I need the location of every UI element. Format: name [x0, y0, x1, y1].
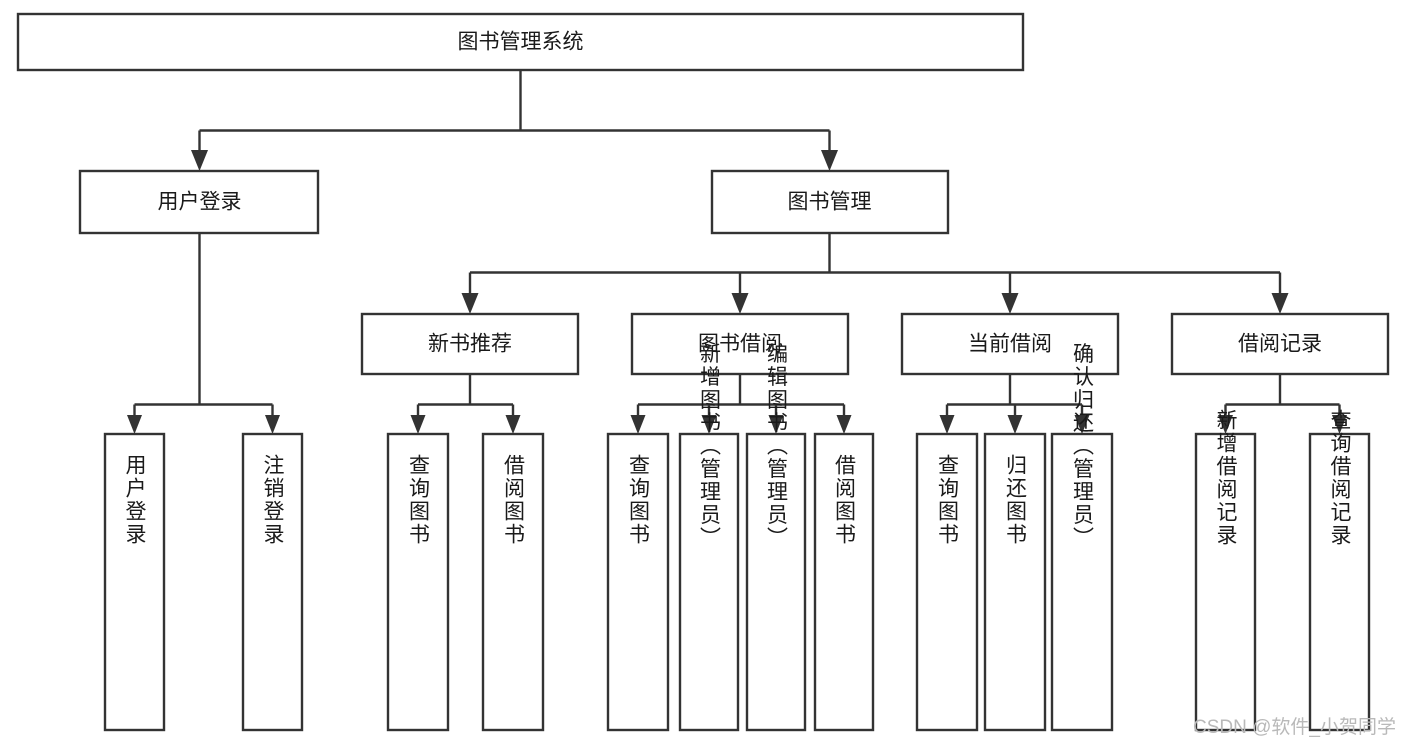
node-leaf-query-borrow-record[interactable]: 查询借阅记录 — [1308, 409, 1371, 732]
node-book-management-label: 图书管理 — [788, 191, 872, 214]
node-user-login-box[interactable] — [78, 169, 320, 235]
arrow-head-to-leaf-edit-book-admin — [768, 415, 784, 434]
arrow-head-to-book-borrow — [731, 293, 749, 314]
node-leaf-query-book-current-label: 查询图书 — [936, 454, 960, 546]
arrow-head-to-book-management — [821, 150, 838, 171]
node-book-management-box[interactable] — [710, 169, 950, 235]
arrow-head-to-leaf-query-book-current — [939, 415, 955, 434]
node-leaf-edit-book-admin[interactable]: 编辑图书（管理员） — [745, 343, 807, 732]
node-user-login-label: 用户登录 — [158, 191, 242, 214]
node-leaf-user-login-label: 用户登录 — [123, 454, 147, 546]
node-leaf-user-login-box[interactable] — [103, 432, 166, 732]
edge-currentborrow-to-leaves — [945, 374, 1084, 422]
arrow-head-to-leaf-return-book — [1007, 415, 1023, 434]
arrow-head-to-leaf-add-book-admin — [701, 415, 717, 434]
node-leaf-borrow-book-label: 借阅图书 — [833, 454, 857, 546]
arrow-head-to-leaf-user-logout — [265, 415, 280, 434]
node-leaf-edit-book-admin-box[interactable] — [745, 432, 807, 732]
node-new-book-recommend-label: 新书推荐 — [428, 333, 512, 356]
node-book-borrow[interactable]: 图书借阅 — [630, 312, 850, 376]
arrow-head-to-leaf-confirm-return-admin — [1074, 415, 1090, 434]
node-leaf-borrow-book-recommend-box[interactable] — [481, 432, 545, 732]
node-leaf-user-logout-label: 注销登录 — [261, 454, 285, 546]
arrow-head-to-borrow-record — [1271, 293, 1289, 314]
node-leaf-return-book-label: 归还图书 — [1004, 454, 1028, 546]
node-leaf-query-book-recommend-box[interactable] — [386, 432, 450, 732]
arrow-head-to-user-login — [191, 150, 208, 171]
node-leaf-query-borrow-record-box[interactable] — [1308, 432, 1371, 732]
node-leaf-query-book-borrow-box[interactable] — [606, 432, 670, 732]
node-root-label: 图书管理系统 — [458, 31, 584, 54]
node-book-borrow-label: 图书借阅 — [698, 333, 782, 356]
node-leaf-confirm-return-admin-label: 确认归还（管理员） — [1071, 343, 1095, 550]
arrow-head-to-leaf-add-borrow-record — [1218, 415, 1233, 434]
node-current-borrow-box[interactable] — [900, 312, 1120, 376]
node-leaf-query-borrow-record-label: 查询借阅记录 — [1328, 409, 1352, 547]
edge-newbook-to-leaves — [416, 374, 515, 422]
node-leaf-borrow-book-recommend-label: 借阅图书 — [502, 454, 526, 546]
node-root-box[interactable] — [16, 12, 1025, 72]
node-leaf-query-book-recommend[interactable]: 查询图书 — [386, 432, 450, 732]
arrow-head-to-leaf-borrow-book-recommend — [505, 415, 521, 434]
node-leaf-return-book-box[interactable] — [983, 432, 1047, 732]
node-current-borrow[interactable]: 当前借阅 — [900, 312, 1120, 376]
node-new-book-recommend[interactable]: 新书推荐 — [360, 312, 580, 376]
node-current-borrow-label: 当前借阅 — [968, 333, 1052, 356]
node-leaf-borrow-book-box[interactable] — [813, 432, 875, 732]
node-new-book-recommend-box[interactable] — [360, 312, 580, 376]
node-leaf-edit-book-admin-label: 编辑图书（管理员） — [765, 343, 789, 550]
node-borrow-record-box[interactable] — [1170, 312, 1390, 376]
node-leaf-user-login[interactable]: 用户登录 — [103, 432, 166, 732]
arrow-head-to-leaf-borrow-book — [836, 415, 852, 434]
arrow-head-to-leaf-query-book-recommend — [410, 415, 426, 434]
node-leaf-query-book-recommend-label: 查询图书 — [407, 454, 431, 546]
watermark-label: CSDN @软件_小贺同学 — [1193, 716, 1396, 738]
node-leaf-add-book-admin[interactable]: 新增图书（管理员） — [678, 343, 740, 732]
node-leaf-user-logout[interactable]: 注销登录 — [241, 432, 304, 732]
node-leaf-add-book-admin-label: 新增图书（管理员） — [698, 343, 722, 550]
edge-bookmgmt-to-level3-trunk — [468, 233, 1282, 300]
node-leaf-borrow-book-recommend[interactable]: 借阅图书 — [481, 432, 545, 732]
edge-root-to-level2-trunk — [198, 70, 831, 156]
node-user-login[interactable]: 用户登录 — [78, 169, 320, 235]
node-leaf-query-book-borrow-label: 查询图书 — [627, 454, 651, 546]
node-leaf-add-borrow-record-label: 新增借阅记录 — [1214, 409, 1238, 547]
arrow-head-to-new-book-recommend — [461, 293, 479, 314]
node-leaf-confirm-return-admin-box[interactable] — [1050, 432, 1114, 732]
node-book-management[interactable]: 图书管理 — [710, 169, 950, 235]
node-book-borrow-box[interactable] — [630, 312, 850, 376]
edge-bookborrow-to-leaves — [636, 374, 846, 422]
node-leaf-query-book-current[interactable]: 查询图书 — [915, 432, 979, 732]
node-borrow-record-label: 借阅记录 — [1238, 333, 1322, 356]
arrow-head-to-leaf-user-login — [127, 415, 142, 434]
node-leaf-add-borrow-record[interactable]: 新增借阅记录 — [1194, 409, 1257, 732]
node-root[interactable]: 图书管理系统 — [16, 12, 1025, 72]
edge-userlogin-to-leaves — [133, 233, 274, 422]
node-leaf-return-book[interactable]: 归还图书 — [983, 432, 1047, 732]
node-leaf-add-book-admin-box[interactable] — [678, 432, 740, 732]
arrow-head-to-leaf-query-book-borrow — [630, 415, 646, 434]
node-leaf-add-borrow-record-box[interactable] — [1194, 432, 1257, 732]
arrow-head-to-leaf-query-borrow-record — [1332, 415, 1347, 434]
node-borrow-record[interactable]: 借阅记录 — [1170, 312, 1390, 376]
arrow-head-to-current-borrow — [1001, 293, 1019, 314]
node-leaf-borrow-book[interactable]: 借阅图书 — [813, 432, 875, 732]
node-leaf-query-book-borrow[interactable]: 查询图书 — [606, 432, 670, 732]
edge-borrowrecord-to-leaves — [1224, 374, 1341, 422]
connector-layer — [127, 70, 1347, 434]
node-leaf-confirm-return-admin[interactable]: 确认归还（管理员） — [1050, 343, 1114, 732]
node-leaf-user-logout-box[interactable] — [241, 432, 304, 732]
node-leaf-query-book-current-box[interactable] — [915, 432, 979, 732]
